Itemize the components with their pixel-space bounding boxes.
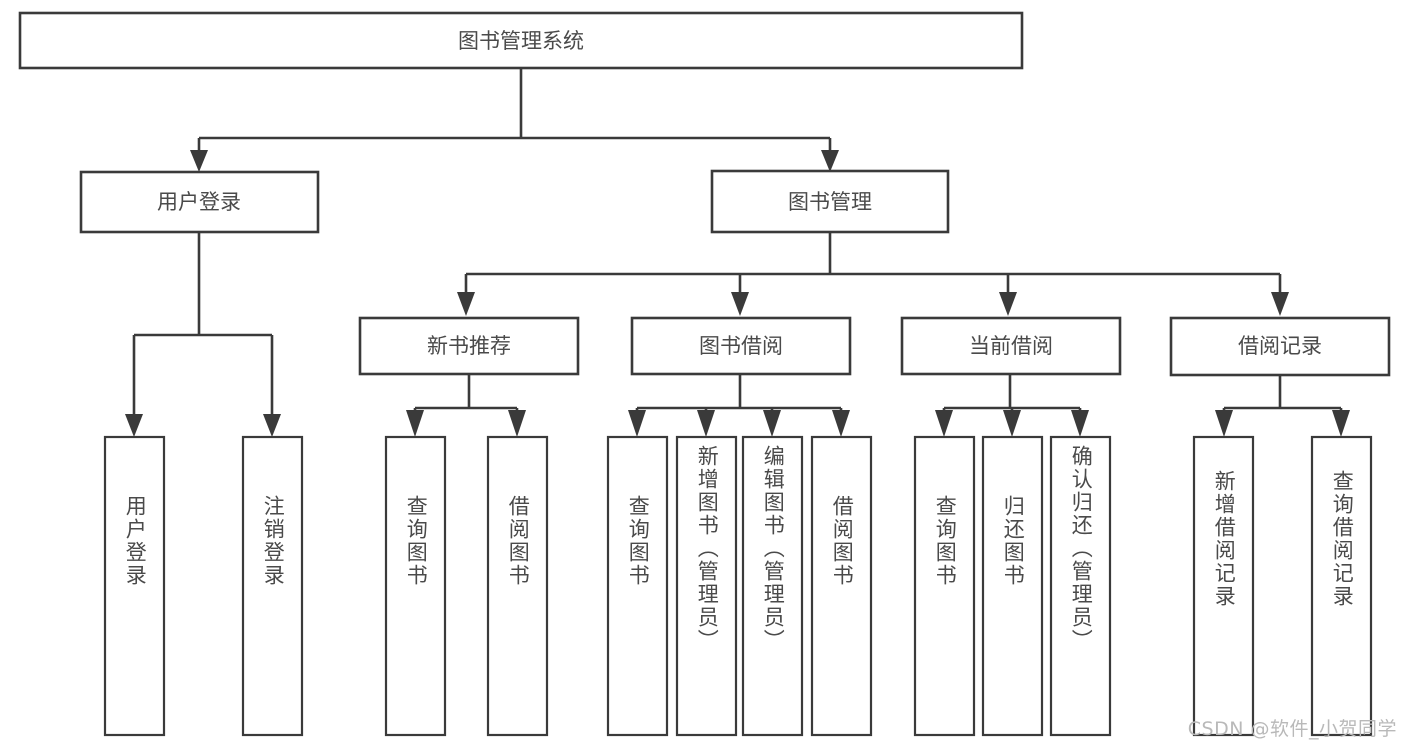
edge-group-root-to-level2 bbox=[190, 68, 839, 172]
arrowhead-icon bbox=[999, 292, 1017, 316]
node-new-book-recommend-label: 新书推荐 bbox=[427, 334, 511, 358]
arrowhead-icon bbox=[125, 414, 143, 437]
leaf-return-book-box[interactable] bbox=[981, 435, 1044, 737]
leaf-add-record-box[interactable] bbox=[1192, 435, 1255, 737]
arrowhead-icon bbox=[697, 410, 715, 437]
arrowhead-icon bbox=[731, 292, 749, 316]
arrowhead-icon bbox=[457, 292, 475, 316]
arrowhead-icon bbox=[1332, 410, 1350, 437]
leaf-add-book-box[interactable] bbox=[675, 435, 738, 737]
arrowhead-icon bbox=[508, 410, 526, 437]
node-user-login-box[interactable] bbox=[79, 170, 320, 234]
node-borrow-record-box[interactable] bbox=[1169, 316, 1391, 377]
arrowhead-icon bbox=[1003, 410, 1021, 437]
leaf-user-logout-box[interactable] bbox=[241, 435, 304, 737]
node-book-manage-box[interactable] bbox=[710, 169, 950, 234]
arrowhead-icon bbox=[1071, 410, 1089, 437]
node-new-book-recommend-box[interactable] bbox=[358, 316, 580, 376]
node-root-box[interactable] bbox=[18, 11, 1024, 70]
leaf-query-book-1-box[interactable] bbox=[384, 435, 447, 737]
node-book-borrow[interactable]: 图书借阅 bbox=[630, 316, 852, 376]
arrowhead-icon bbox=[263, 414, 281, 437]
node-book-borrow-box[interactable] bbox=[630, 316, 852, 376]
leaf-borrow-book-2-box[interactable] bbox=[810, 435, 873, 737]
node-root-label: 图书管理系统 bbox=[458, 29, 584, 53]
node-user-login[interactable]: 用户登录 bbox=[79, 170, 320, 234]
arrowhead-icon bbox=[763, 410, 781, 437]
leaf-borrow-book-1-box[interactable] bbox=[486, 435, 549, 737]
node-borrow-record[interactable]: 借阅记录 bbox=[1169, 316, 1391, 377]
arrowhead-icon bbox=[821, 150, 839, 172]
leaf-query-book-3-box[interactable] bbox=[913, 435, 976, 737]
edge-group-user-login-to-leaves bbox=[125, 232, 281, 437]
node-book-manage[interactable]: 图书管理 bbox=[710, 169, 950, 234]
leaf-edit-book-box[interactable] bbox=[741, 435, 804, 737]
edge-group-book-borrow-to-leaves bbox=[628, 374, 850, 437]
arrowhead-icon bbox=[935, 410, 953, 437]
arrowhead-icon bbox=[1215, 410, 1233, 437]
leaf-query-record-box[interactable] bbox=[1310, 435, 1373, 737]
node-current-borrow[interactable]: 当前借阅 bbox=[900, 316, 1122, 376]
csdn-watermark: CSDN @软件_小贺同学 bbox=[1187, 718, 1397, 740]
leaf-query-book-2-box[interactable] bbox=[606, 435, 669, 737]
node-book-borrow-label: 图书借阅 bbox=[699, 334, 783, 358]
node-new-book-recommend[interactable]: 新书推荐 bbox=[358, 316, 580, 376]
node-current-borrow-box[interactable] bbox=[900, 316, 1122, 376]
node-root[interactable]: 图书管理系统 bbox=[18, 11, 1024, 70]
edge-group-book-manage-to-level3 bbox=[457, 232, 1289, 316]
leaf-boxes-group bbox=[103, 435, 1373, 737]
edge-group-current-borrow-to-leaves bbox=[935, 374, 1089, 437]
node-current-borrow-label: 当前借阅 bbox=[969, 334, 1053, 358]
node-book-manage-label: 图书管理 bbox=[788, 190, 872, 214]
arrowhead-icon bbox=[1271, 292, 1289, 316]
edge-group-borrow-record-to-leaves bbox=[1215, 375, 1350, 437]
arrowhead-icon bbox=[190, 150, 208, 172]
node-borrow-record-label: 借阅记录 bbox=[1238, 334, 1322, 358]
arrowhead-icon bbox=[832, 410, 850, 437]
node-user-login-label: 用户登录 bbox=[157, 190, 241, 214]
edge-group-new-book-recommend-to-leaves bbox=[406, 374, 526, 437]
leaf-confirm-return-box[interactable] bbox=[1049, 435, 1112, 737]
leaf-user-login-box[interactable] bbox=[103, 435, 166, 737]
arrowhead-icon bbox=[628, 410, 646, 437]
arrowhead-icon bbox=[406, 410, 424, 437]
